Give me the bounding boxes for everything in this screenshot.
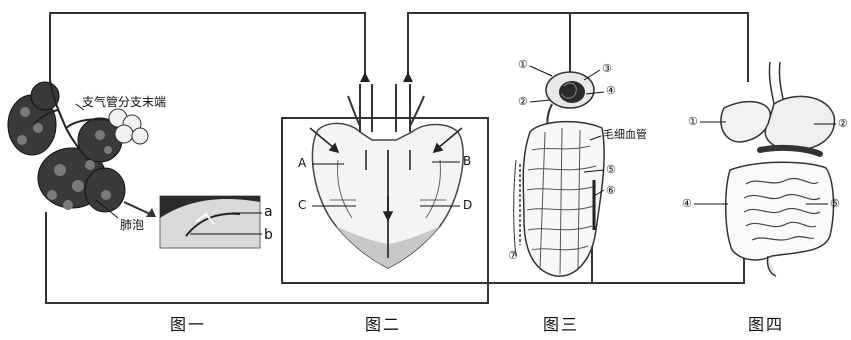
arrow-up-right xyxy=(403,72,413,82)
label-capillaries: 毛细血管 xyxy=(603,129,647,140)
figure4-digestive xyxy=(694,62,836,276)
marker-5: ⑤ xyxy=(606,164,616,175)
marker-6: ⑥ xyxy=(606,185,616,196)
caption-figure1: 图一 xyxy=(170,317,206,333)
figure2-heart xyxy=(282,84,488,283)
line-heart-to-body xyxy=(408,13,748,82)
label-alveoli: 肺泡 xyxy=(120,219,144,231)
label-bronchi: 支气管分支末端 xyxy=(82,96,166,108)
marker-1: ① xyxy=(518,59,528,70)
label-B: B xyxy=(463,155,471,167)
marker-3: ③ xyxy=(602,63,612,74)
arrowheads xyxy=(360,72,413,82)
arrow-up-left xyxy=(360,72,370,82)
marker-liver: ① xyxy=(688,116,698,127)
marker-4: ④ xyxy=(606,85,616,96)
marker-2: ② xyxy=(518,96,528,107)
line-lung-to-heart-top xyxy=(50,13,365,80)
marker-7: ⑦ xyxy=(508,250,518,261)
caption-figure2: 图二 xyxy=(365,317,401,333)
caption-figure4: 图四 xyxy=(748,317,784,333)
caption-figure3: 图三 xyxy=(543,317,579,333)
label-C: C xyxy=(298,199,306,211)
marker-stomach: ② xyxy=(838,118,848,129)
marker-large-intestine: ④ xyxy=(682,198,692,209)
line-body-return xyxy=(488,255,744,283)
label-a: a xyxy=(264,205,273,219)
marker-small-intestine: ⑤ xyxy=(830,198,840,209)
label-D: D xyxy=(463,199,472,211)
label-A: A xyxy=(298,157,306,169)
label-b: b xyxy=(264,228,273,242)
